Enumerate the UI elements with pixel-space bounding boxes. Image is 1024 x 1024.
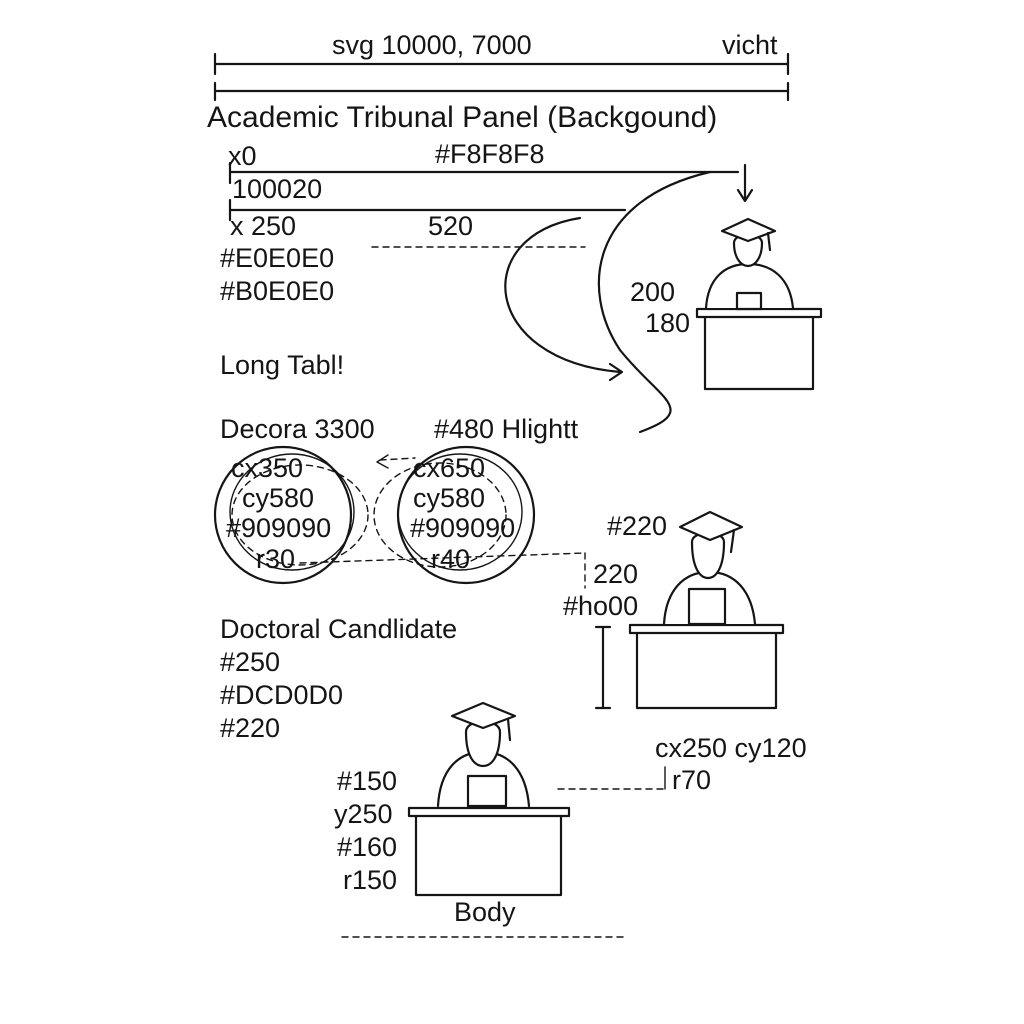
circle-right-color: #909090 <box>410 513 516 543</box>
professor-figure-top <box>695 217 823 391</box>
x250-label: x 250 <box>230 211 297 241</box>
bottom-r150-label: r150 <box>343 865 398 895</box>
bottom-160-label: #160 <box>337 832 398 862</box>
middle-ho00-label: #ho00 <box>563 591 639 621</box>
bottom-150-label: #150 <box>337 766 398 796</box>
background-color-label: #F8F8F8 <box>435 139 545 169</box>
circle-left-cx: cx350 <box>231 453 304 483</box>
top-dimension-lines <box>213 52 790 102</box>
circle-right-cy: cy580 <box>413 483 486 513</box>
color-e0-label: #E0E0E0 <box>220 243 335 273</box>
middle-220-label: #220 <box>607 511 668 541</box>
arrow-icon <box>736 163 754 203</box>
width-label: 100020 <box>232 174 323 204</box>
x0-label: x0 <box>228 141 257 171</box>
flow-curve <box>597 170 712 434</box>
svg-dimension-label: svg 10000, 7000 <box>332 30 532 60</box>
middle-220b-label: 220 <box>593 559 639 589</box>
circle-left-r: r30 <box>256 544 296 574</box>
cx-cy-label: cx250 cy120 <box>655 733 807 763</box>
circle-right-r: r40 <box>431 544 471 574</box>
value-180-label: 180 <box>645 308 691 338</box>
vicht-label: vicht <box>722 30 778 60</box>
circle-left-color: #909090 <box>226 513 332 543</box>
decora-label: Decora 3300 <box>220 414 375 444</box>
bottom-y250-label: y250 <box>334 799 393 829</box>
circle-right-cx: cx650 <box>413 453 486 483</box>
candidate-250-label: #250 <box>220 647 281 677</box>
panel-title: Academic Tribunal Panel (Backgound) <box>207 101 718 134</box>
panel-lines <box>228 161 740 248</box>
color-b0-label: #B0E0E0 <box>220 276 335 306</box>
circle-left-cy: cy580 <box>242 483 315 513</box>
professor-figure-middle <box>594 510 785 710</box>
body-label: Body <box>454 897 516 927</box>
value-520-label: 520 <box>428 211 474 241</box>
candidate-220-label: #220 <box>220 713 281 743</box>
decor-circles <box>213 445 586 589</box>
long-table-label: Long Tabl! <box>220 350 345 380</box>
candidate-color-label: #DCD0D0 <box>220 680 344 710</box>
value-200-label: 200 <box>630 277 676 307</box>
candidate-figure-bottom <box>341 701 666 938</box>
r70-label: r70 <box>672 765 712 795</box>
highlight-label: #480 Hlightt <box>434 414 579 444</box>
loop-arrow <box>504 216 624 382</box>
candidate-title: Doctoral Candlidate <box>220 614 458 644</box>
